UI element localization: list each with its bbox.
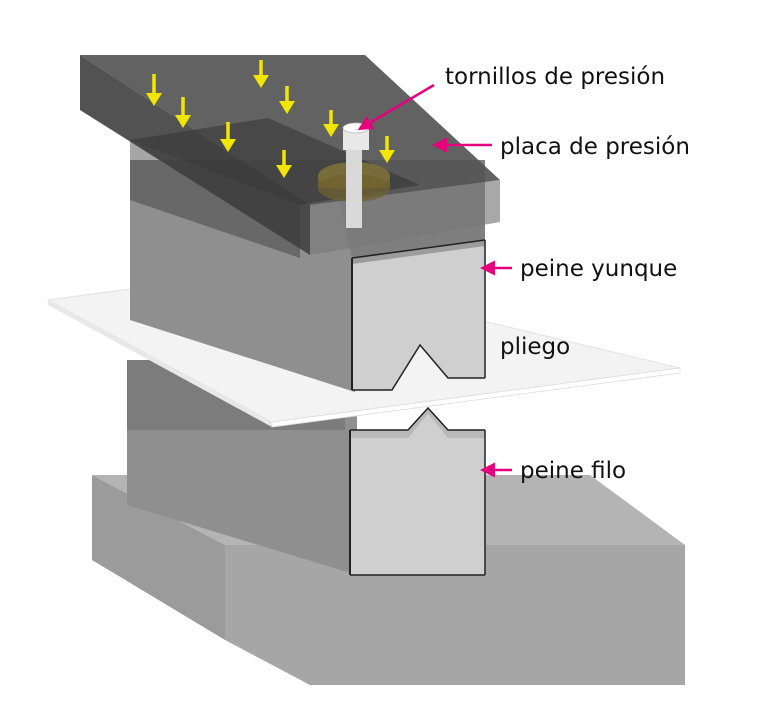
force-arrows <box>146 60 395 178</box>
label-pressure-plate: placa de presión <box>500 134 690 160</box>
arrow-down-icon <box>279 101 295 114</box>
arrow-down-icon <box>276 165 292 178</box>
label-sheet: pliego <box>500 334 570 360</box>
label-pointers <box>357 83 512 478</box>
label-anvil-comb: peine yunque <box>520 256 677 282</box>
pressure-plate <box>80 55 500 258</box>
blade-comb-face <box>350 408 485 575</box>
arrow-down-icon <box>146 93 162 106</box>
label-blade-comb: peine filo <box>520 458 626 484</box>
arrow-down-icon <box>379 150 395 163</box>
arrow-down-icon <box>175 115 191 128</box>
arrow-down-icon <box>220 139 236 152</box>
pressure-screw <box>318 122 390 228</box>
arrow-down-icon <box>323 124 339 137</box>
arrow-left-icon <box>357 83 435 131</box>
arrow-down-icon <box>253 75 269 88</box>
label-pressure-screws: tornillos de presión <box>445 64 665 90</box>
anvil-comb-face <box>352 240 485 390</box>
